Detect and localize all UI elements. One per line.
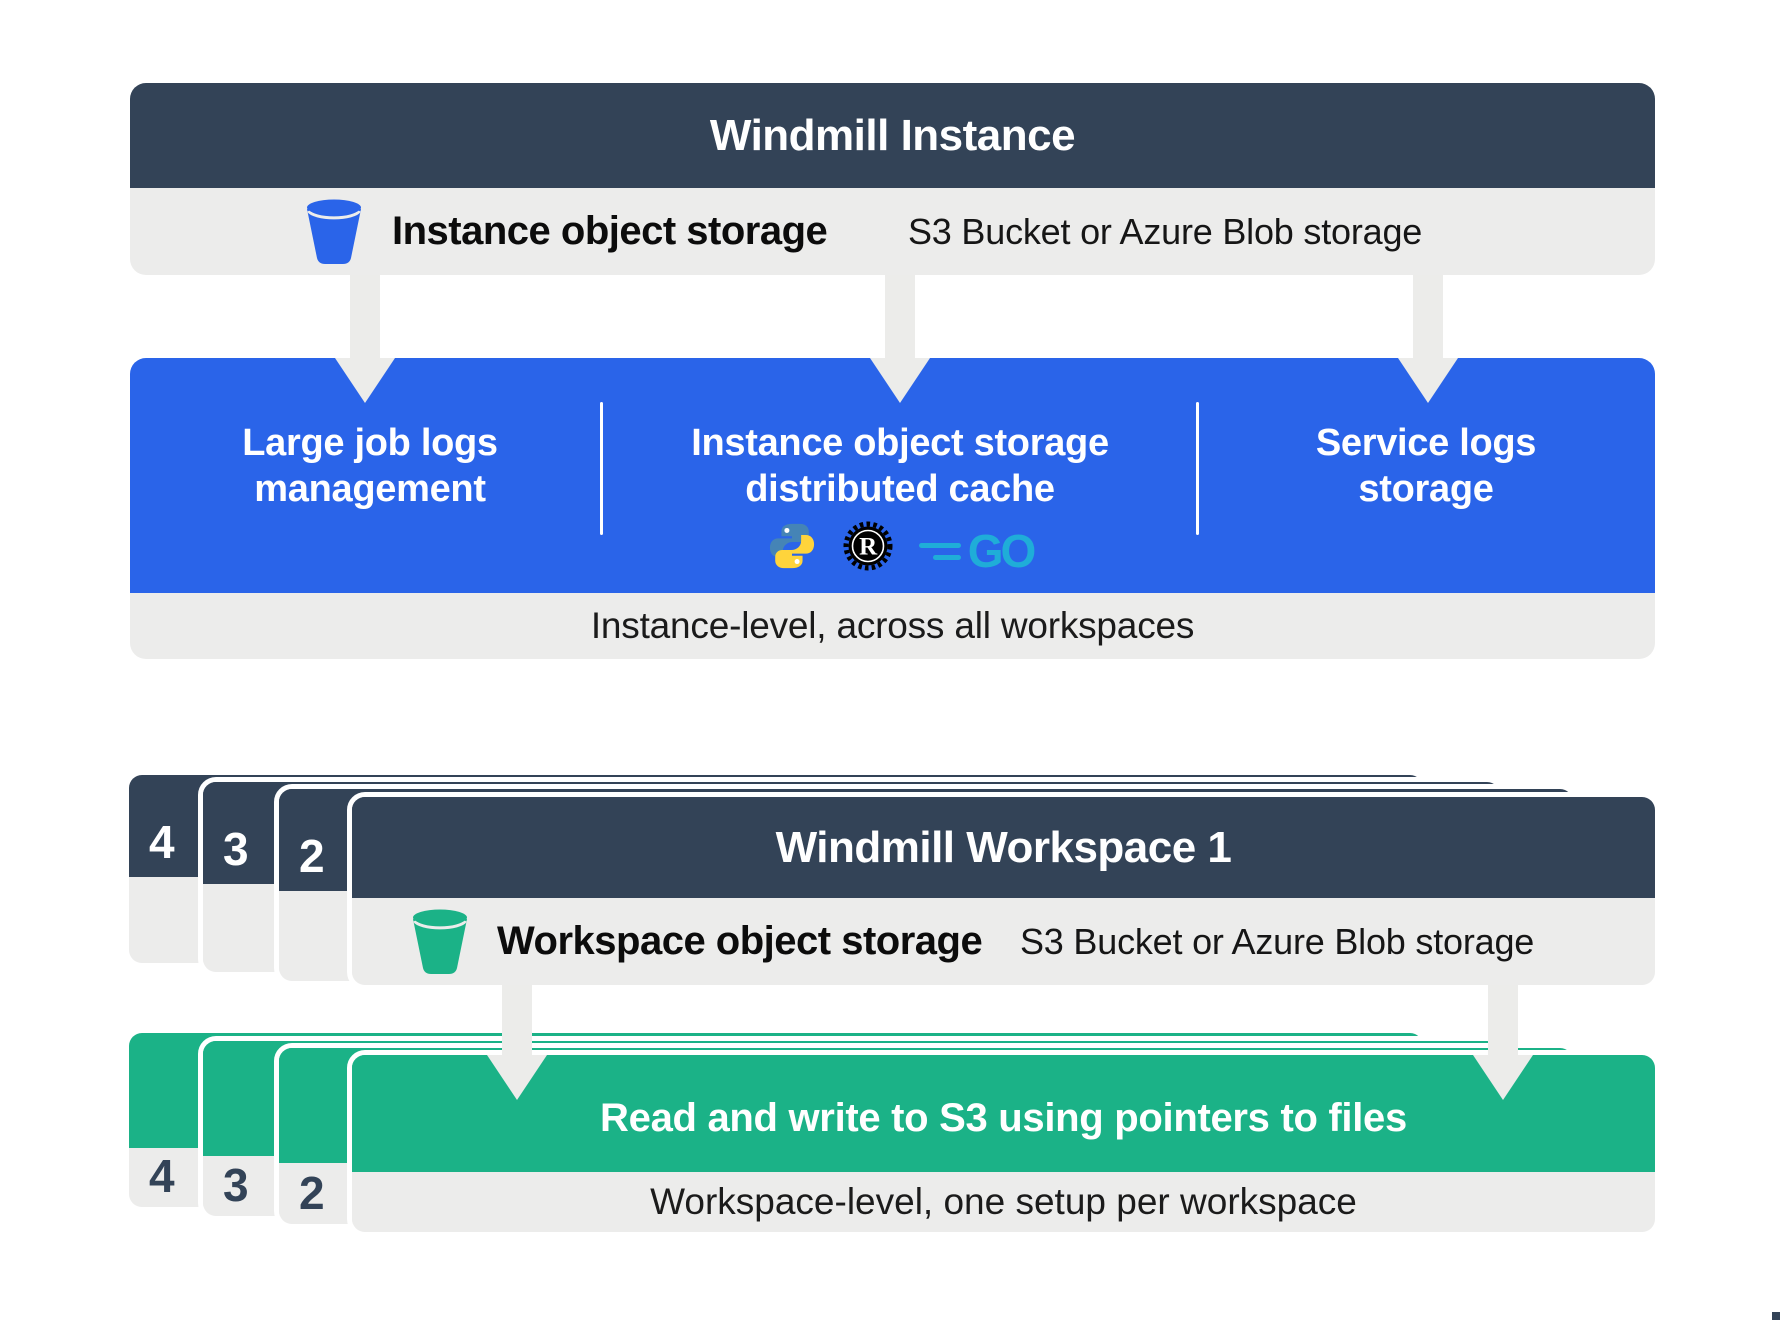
python-logo (767, 522, 817, 581)
arrow-down-left (350, 275, 380, 360)
arrow-down-left (502, 985, 532, 1057)
instance-footer: Instance-level, across all workspaces (130, 593, 1655, 659)
instance-storage-bar: Instance object storage S3 Bucket or Azu… (130, 188, 1655, 275)
feature-service-logs: Service logs storage (1315, 422, 1537, 510)
workspace-storage-label: Workspace object storage (497, 919, 983, 963)
corner-artifact (1772, 1312, 1780, 1320)
workspace-footer: Workspace-level, one setup per workspace (650, 1181, 1357, 1222)
instance-header: Windmill Instance (130, 83, 1655, 188)
workspace-number: 3 (223, 823, 249, 875)
instance-title: Windmill Instance (709, 110, 1076, 160)
arrowhead-icon (1473, 1055, 1533, 1100)
workspace-number: 3 (223, 1159, 249, 1211)
arrow-down-right (1488, 985, 1518, 1057)
rust-logo: R (843, 521, 893, 582)
go-logo: GO (918, 528, 1036, 574)
arrowhead-icon (1398, 358, 1458, 403)
column-divider (1196, 402, 1199, 535)
arrow-down-middle (885, 275, 915, 360)
s3-banner: Read and write to S3 using pointers to f… (600, 1096, 1407, 1140)
s3-card-1: Read and write to S3 using pointers to f… (347, 1050, 1660, 1237)
arrow-down-right (1413, 275, 1443, 360)
bucket-icon (304, 188, 364, 275)
workspace-storage-detail: S3 Bucket or Azure Blob storage (1020, 920, 1535, 962)
arrowhead-icon (335, 358, 395, 403)
workspace-number: 4 (149, 1150, 175, 1202)
feature-large-job-logs: Large job logs management (242, 422, 498, 510)
bucket-icon (410, 898, 470, 985)
instance-storage-detail: S3 Bucket or Azure Blob storage (908, 210, 1423, 252)
workspace-number: 2 (299, 1167, 325, 1219)
workspace-title: Windmill Workspace 1 (775, 822, 1232, 872)
svg-text:R: R (859, 533, 878, 560)
instance-storage-label: Instance object storage (392, 209, 828, 253)
arrowhead-icon (870, 358, 930, 403)
workspace-storage-bar: Workspace object storage S3 Bucket or Az… (352, 898, 1655, 985)
workspace-number: 2 (299, 830, 325, 882)
workspace-card-1: Windmill Workspace 1 Workspace object st… (347, 792, 1660, 990)
workspace-number: 4 (149, 816, 175, 868)
column-divider (600, 402, 603, 535)
language-logos: R GO (610, 521, 1190, 576)
arrowhead-icon (487, 1055, 547, 1100)
feature-distributed-cache: Instance object storage distributed cach… (610, 420, 1190, 576)
